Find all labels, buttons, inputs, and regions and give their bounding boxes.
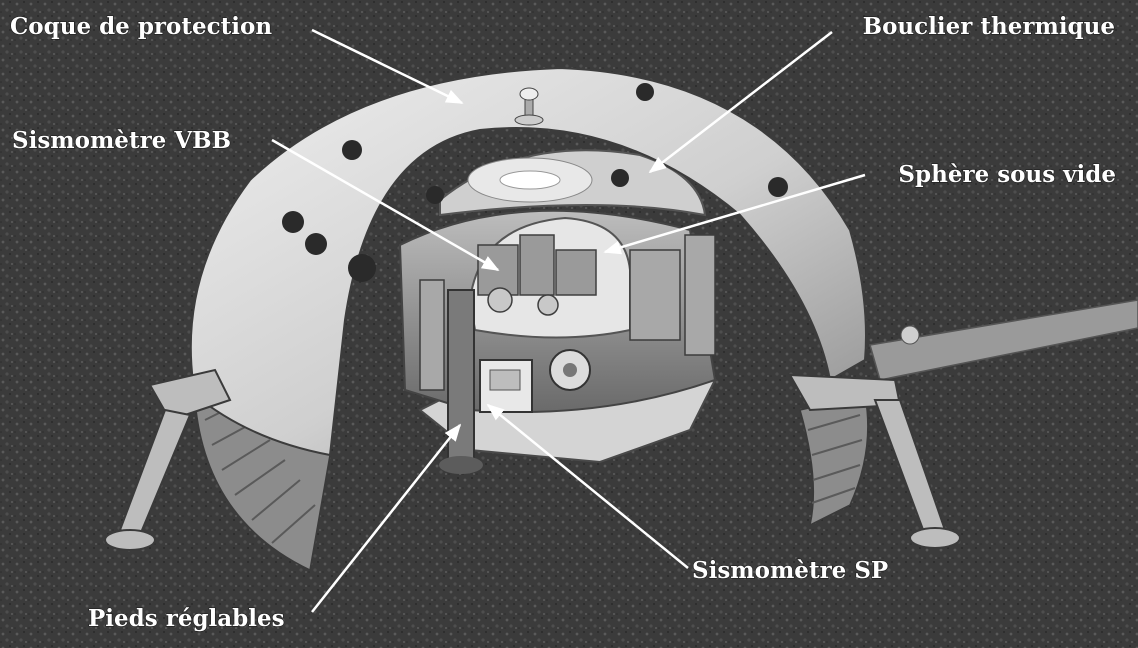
arrow-sphere — [603, 173, 866, 255]
label-bouclier-thermique: Bouclier thermique — [863, 13, 1115, 40]
arrow-sp — [486, 403, 689, 569]
callout-arrows — [271, 28, 866, 613]
label-sismometre-vbb: Sismomètre VBB — [12, 127, 231, 154]
shell-knob — [514, 87, 544, 126]
cable-connector — [900, 325, 920, 345]
arrow-vbb — [271, 138, 500, 272]
thermal-skirt-right — [799, 394, 869, 527]
label-sismometre-sp: Sismomètre SP — [692, 557, 888, 584]
tripod-leg-right — [788, 373, 961, 549]
protective-shell — [189, 66, 867, 457]
label-sphere-sous-vide: Sphère sous vide — [898, 161, 1116, 188]
tether-cable — [869, 299, 1138, 381]
sp-seismometer — [479, 349, 591, 413]
arrow-pieds — [311, 423, 462, 613]
shell-markers — [282, 83, 788, 282]
arrow-coque — [311, 28, 464, 105]
tripod-leg-left — [104, 368, 232, 551]
label-pieds-reglables: Pieds réglables — [88, 605, 285, 632]
arrow-bouclier — [648, 31, 833, 174]
electronics-stack — [419, 234, 716, 391]
label-coque-de-protection: Coque de protection — [10, 13, 272, 40]
